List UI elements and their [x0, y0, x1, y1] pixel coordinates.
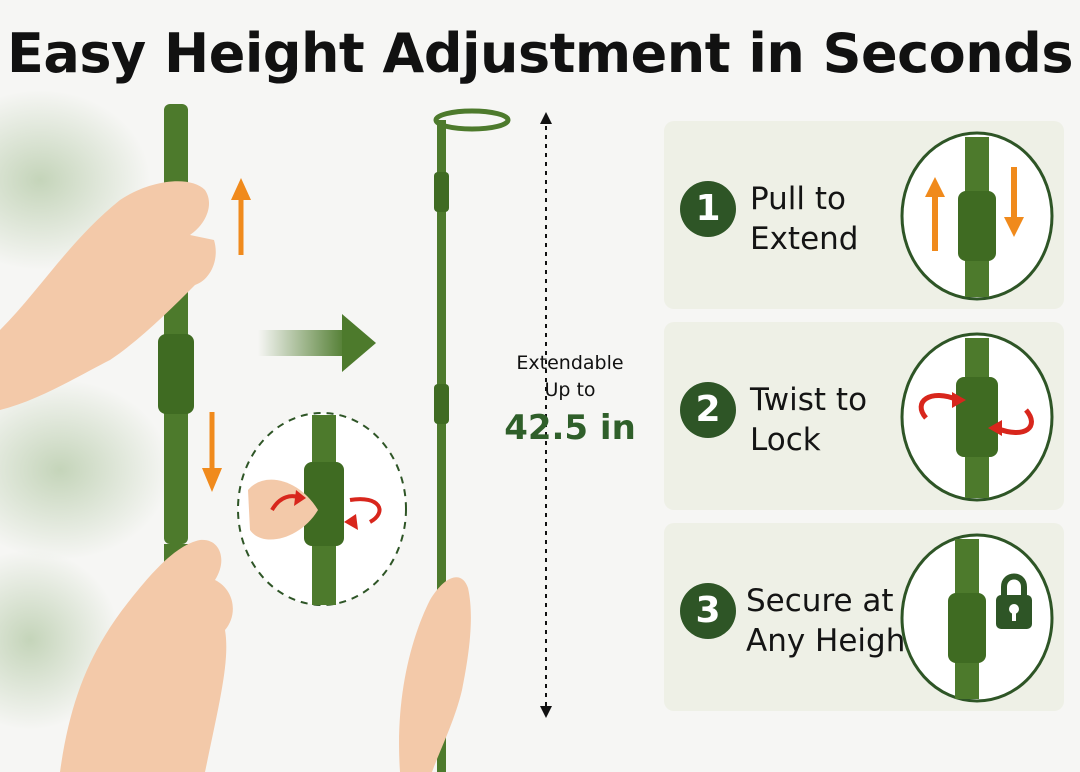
padlock-icon — [900, 533, 1054, 703]
hand-bottom — [60, 539, 233, 772]
measurement-line1: Extendable — [516, 352, 624, 374]
twist-detail-circle — [237, 412, 407, 606]
step-label: Twist to Lock — [750, 382, 868, 458]
up-down-arrows-icon — [900, 131, 1054, 301]
extended-stake — [399, 108, 511, 772]
pull-up-arrow — [231, 178, 251, 255]
step-number: 3 — [680, 583, 736, 639]
step-label: Secure at Any Height — [746, 583, 918, 659]
measurement-value: 42.5 in — [504, 408, 636, 448]
step-number: 2 — [680, 382, 736, 438]
hand-top — [0, 181, 216, 410]
step-label: Pull to Extend — [750, 181, 859, 257]
step-card-1: 1 Pull to Extend — [664, 121, 1064, 309]
pull-down-arrow — [202, 412, 222, 492]
measurement-line2: Up to — [544, 379, 596, 401]
step-card-3: 3 Secure at Any Height — [664, 523, 1064, 711]
step-card-2: 2 Twist to Lock — [664, 322, 1064, 510]
measurement-label: Extendable Up to 42.5 in — [470, 350, 670, 448]
transition-arrow — [258, 314, 376, 372]
twist-arrows-icon — [900, 332, 1054, 502]
height-measure-line — [540, 112, 552, 718]
page-title: Easy Height Adjustment in Seconds — [7, 22, 1073, 85]
step-number: 1 — [680, 181, 736, 237]
